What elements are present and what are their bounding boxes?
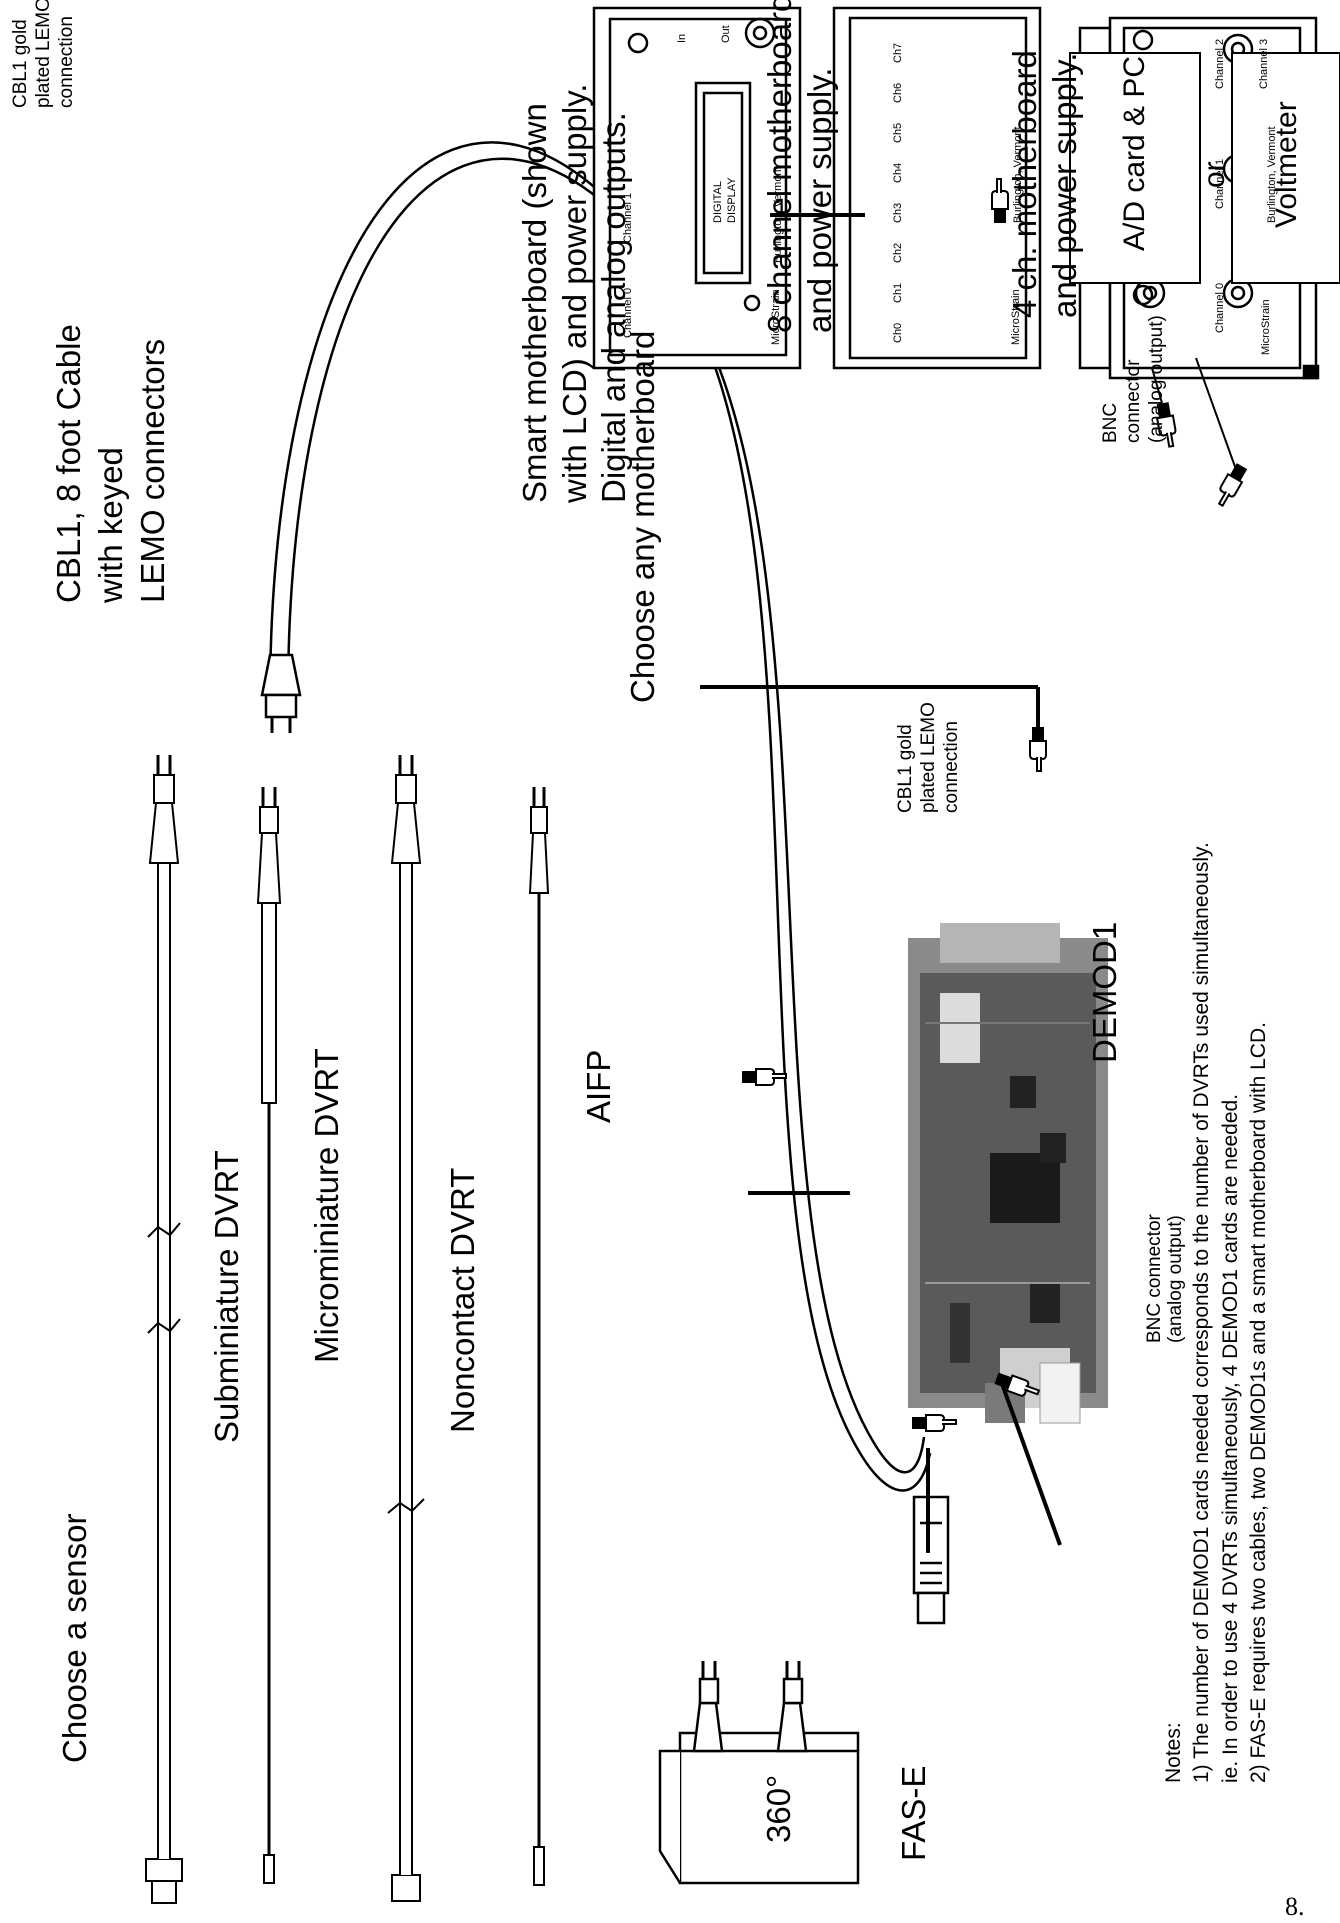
page-number: 8. xyxy=(1285,1892,1305,1921)
eight-ch-5: Ch5 xyxy=(892,122,904,143)
eight-channel-motherboard xyxy=(832,6,1042,370)
pointer-icon xyxy=(1029,726,1047,772)
leader-lines xyxy=(700,685,1062,1553)
subminiature-dvrt-drawing xyxy=(145,755,183,1904)
motherboard-bnc-label: BNC connector (analog output) xyxy=(1100,315,1168,443)
voltmeter-label: Voltmeter xyxy=(1270,101,1303,228)
eight-ch-1: Ch1 xyxy=(892,282,904,303)
notes-line-2: ie. In order to use 4 DVRTs simultaneous… xyxy=(1218,1093,1242,1783)
smart-motherboard xyxy=(592,6,802,370)
four-ch-caption-line-2: and power supply. xyxy=(1045,52,1083,318)
four-ch-brand: MicroStrain xyxy=(1260,299,1272,355)
motherboard-lemo-label: CBL1 gold plated LEMO connection xyxy=(10,0,78,108)
fas-e-drawing xyxy=(658,1661,860,1885)
aifp-label: AIFP xyxy=(580,1049,617,1123)
demod-lemo-label: CBL1 gold plated LEMO connection xyxy=(895,702,963,813)
smart-out-label: Out xyxy=(720,25,732,43)
motherboard-lemo-label-line-3: connection xyxy=(55,16,77,108)
motherboard-bnc-label-line-1: BNC xyxy=(1100,402,1121,443)
eight-ch-7: Ch7 xyxy=(892,42,904,63)
smart-in-label: In xyxy=(676,33,688,43)
subminiature-dvrt-label: Subminiature DVRT xyxy=(208,1150,245,1443)
fas-e-label: FAS-E xyxy=(895,1765,932,1861)
notes-heading: Notes: xyxy=(1162,1722,1185,1783)
eight-ch-6: Ch6 xyxy=(892,82,904,103)
motherboard-lemo-label-line-2: plated LEMO xyxy=(32,0,54,108)
pointer-icon xyxy=(1212,461,1250,510)
motherboard-lemo-label-line-1: CBL1 gold xyxy=(10,19,31,108)
choose-sensor-heading: Choose a sensor xyxy=(56,1513,93,1763)
ad-card-pc-label: A/D card & PC xyxy=(1118,55,1151,251)
four-ch-channel-2: Channel 2 xyxy=(1214,38,1226,89)
fas-e-angle-label: 360° xyxy=(760,1774,797,1843)
demod-lemo-label-line-3: connection xyxy=(940,721,962,813)
microminiature-dvrt-label: Microminiature DVRT xyxy=(308,1048,345,1363)
smart-channel-1: Channel 1 xyxy=(622,192,634,243)
demod1-card-image xyxy=(908,923,1108,1424)
smart-brand: MicroStrain xyxy=(770,289,782,345)
motherboard-bnc-label-line-2: connector xyxy=(1122,359,1144,443)
smart-caption-line-2: with LCD) and power supply. xyxy=(555,83,593,503)
smart-caption: Smart motherboard (shown with LCD) and p… xyxy=(515,84,634,503)
noncontact-dvrt-label: Noncontact DVRT xyxy=(444,1167,481,1433)
four-ch-channel-0: Channel 0 xyxy=(1214,282,1226,333)
eight-ch-0: Ch0 xyxy=(892,322,904,343)
notes-block: Notes: 1) The number of DEMOD1 cards nee… xyxy=(1160,842,1273,1783)
demod-lemo-label-line-1: CBL1 gold xyxy=(895,724,916,813)
eight-ch-3: Ch3 xyxy=(892,202,904,223)
smart-location: Burlington, Vermont xyxy=(772,166,784,263)
smart-channel-0: Channel 0 xyxy=(622,287,634,338)
notes-line-3: 2) FAS-E requires two cables, two DEMOD1… xyxy=(1247,1022,1271,1783)
cable-title-line-3: LEMO connectors xyxy=(134,338,171,603)
noncontact-dvrt-drawing xyxy=(387,755,425,1902)
demod-lemo-label-line-2: plated LEMO xyxy=(917,702,939,813)
cable-title-line-2: with keyed xyxy=(92,447,129,603)
pointer-icon xyxy=(911,1414,957,1432)
notes-line-1: 1) The number of DEMOD1 cards needed cor… xyxy=(1190,842,1214,1783)
four-ch-channel-3: Channel 3 xyxy=(1258,38,1270,89)
motherboard-bnc-label-line-3: (analog output) xyxy=(1145,315,1167,443)
cable-title-line-1: CBL1, 8 foot Cable xyxy=(50,324,87,603)
aifp-drawing xyxy=(528,787,550,1886)
eight-ch-brand: MicroStrain xyxy=(1010,289,1022,345)
output-boxes xyxy=(1069,52,1340,284)
four-ch-caption-line-1: 4 ch. motherboard xyxy=(1006,50,1043,318)
eight-ch-location: Burlington, Vermont xyxy=(1012,126,1024,223)
smart-display-line-1: DIGITAL xyxy=(712,181,724,223)
smart-caption-line-1: Smart motherboard (shown xyxy=(516,103,553,503)
eight-ch-2: Ch2 xyxy=(892,242,904,263)
eight-ch-caption-line-2: and power supply. xyxy=(800,67,838,333)
smart-display-line-2: DISPLAY xyxy=(726,177,738,223)
pointer-icon xyxy=(741,1068,787,1086)
motherboard-leader-lines xyxy=(770,213,1239,476)
demod1-label: DEMOD1 xyxy=(1086,921,1123,1063)
eight-ch-4: Ch4 xyxy=(892,162,904,183)
microminiature-dvrt-drawing xyxy=(256,787,282,1884)
or-label: or xyxy=(1198,161,1231,188)
cbl1-cable-drawing xyxy=(260,141,950,1625)
